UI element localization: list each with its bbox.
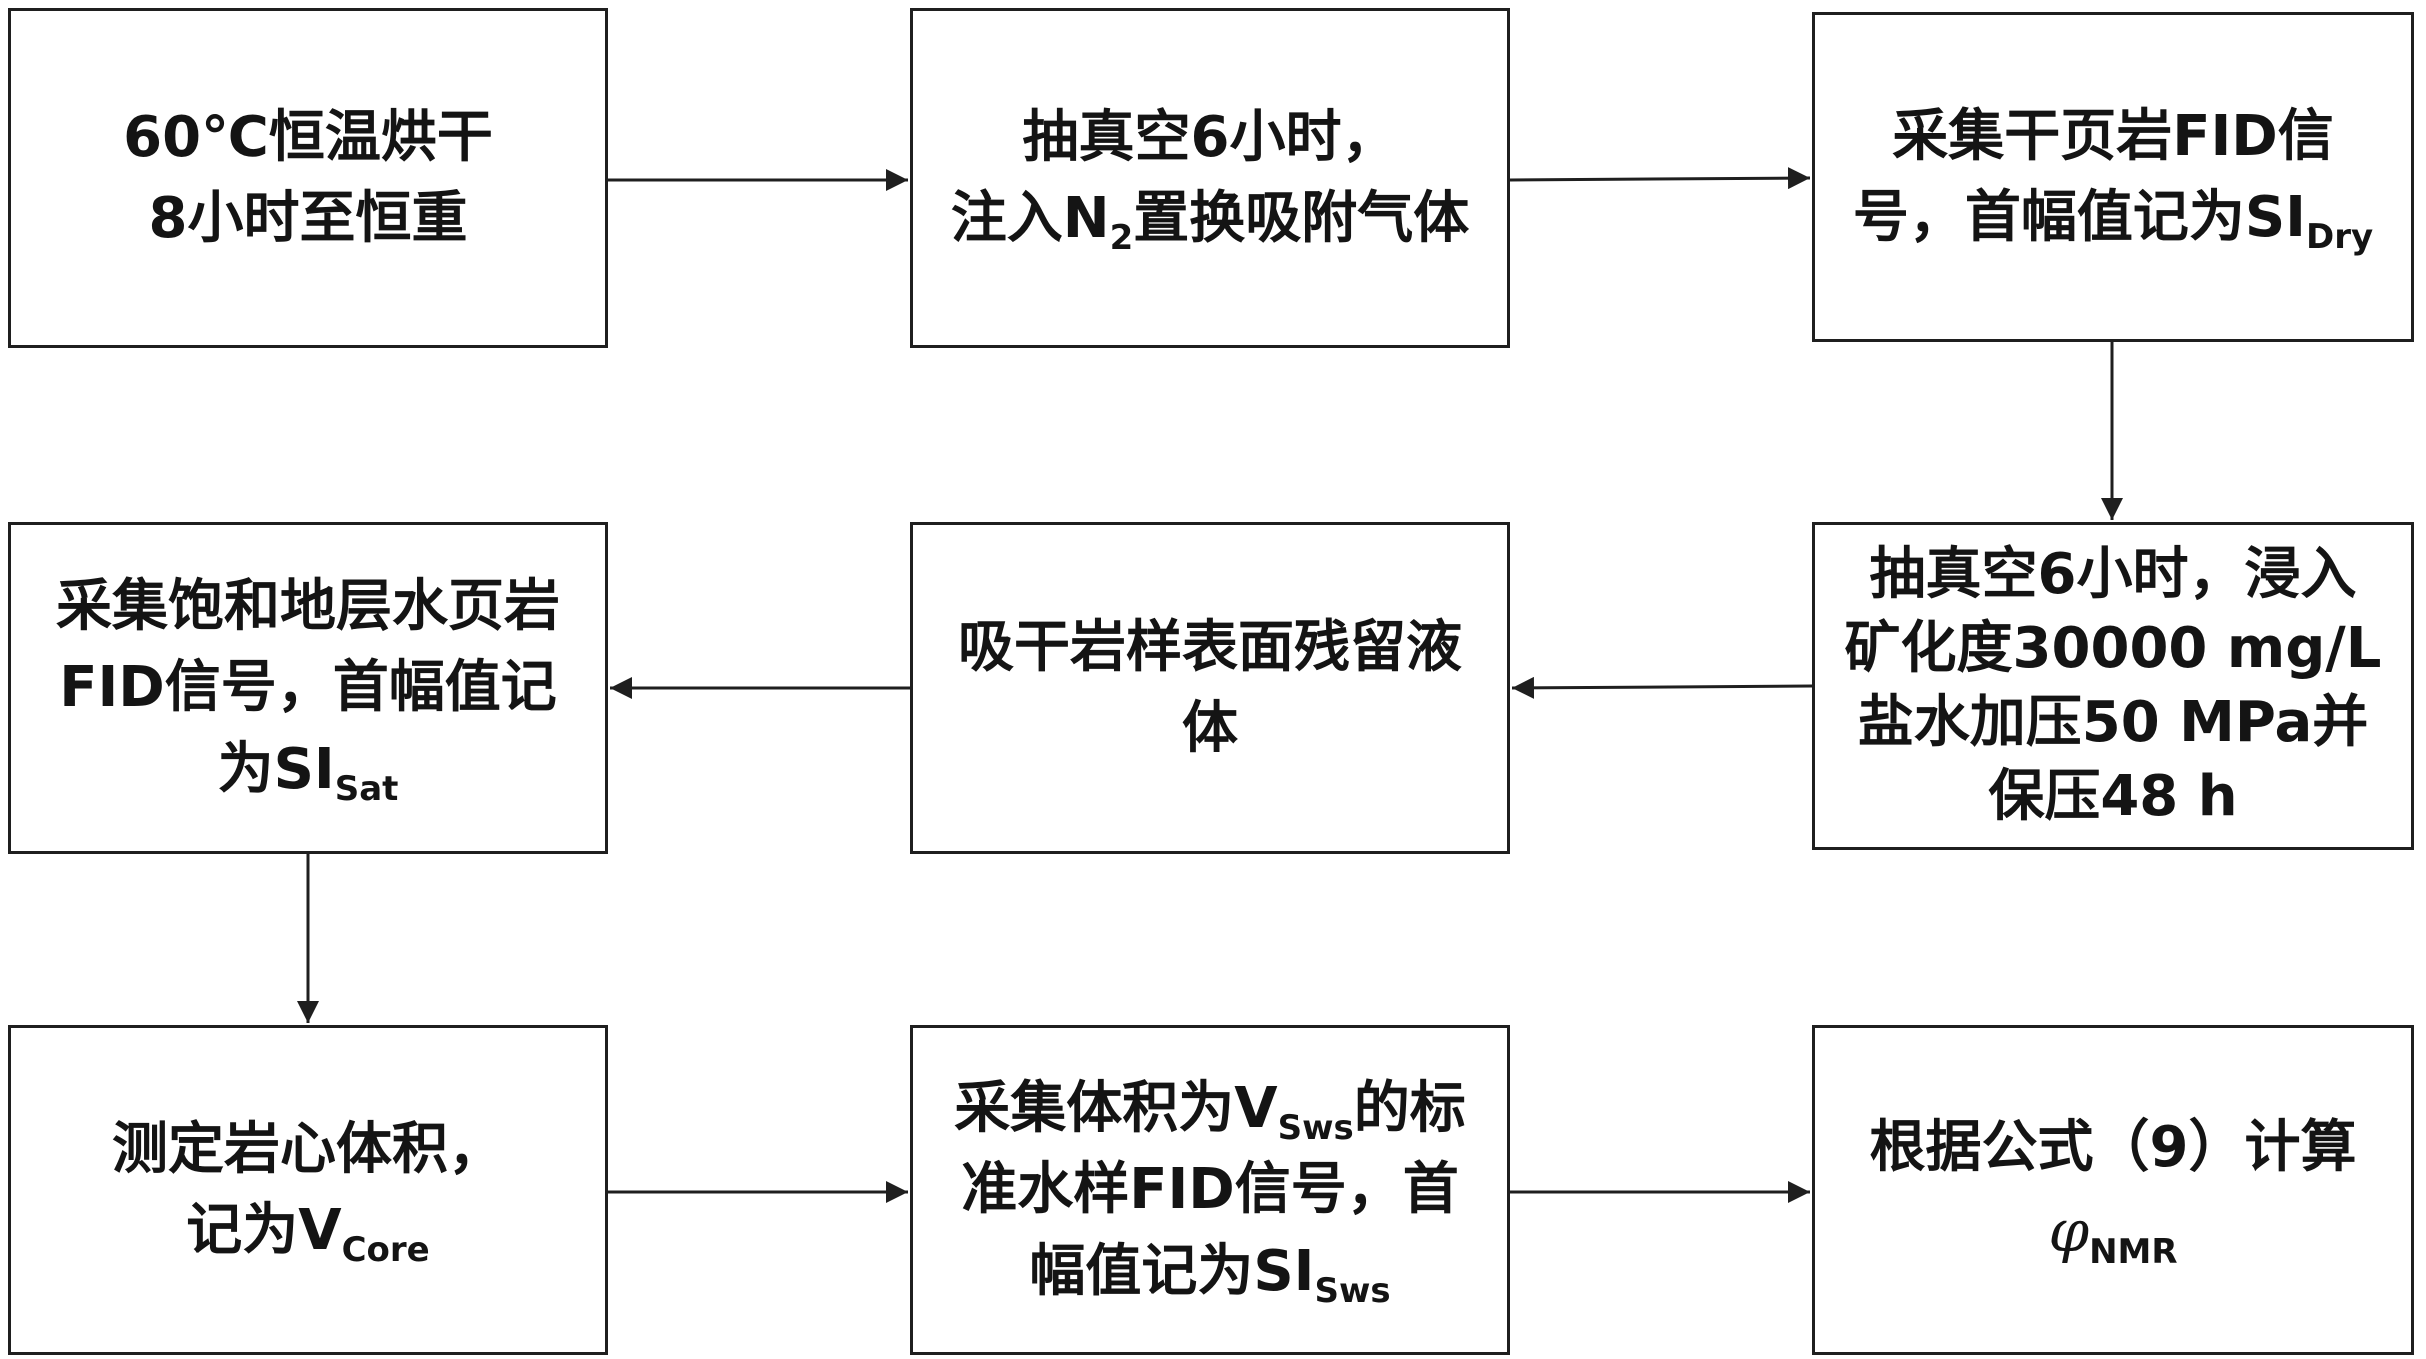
step-vacuum-n2-box: 抽真空6小时， 注入N2置换吸附气体 — [910, 8, 1510, 348]
step-standard-sample-line-3: 幅值记为SISws — [1029, 1238, 1391, 1311]
step-brine-saturation-line-4: 保压48 h — [1988, 763, 2238, 829]
step-dry-fid-text: 采集干页岩FID信 号，首幅值记为SIDry — [1853, 96, 2373, 258]
step-calculate-line-1: 根据公式（9）计算 — [1869, 1115, 2357, 1181]
step-brine-saturation-text: 抽真空6小时，浸入 矿化度30000 mg/L 盐水加压50 MPa并 保压48… — [1845, 538, 2382, 834]
step-standard-sample-box: 采集体积为VSws的标 准水样FID信号，首 幅值记为SISws — [910, 1025, 1510, 1355]
step-saturated-fid-line-2: FID信号，首幅值记 — [59, 655, 557, 721]
step-saturated-fid-box: 采集饱和地层水页岩 FID信号，首幅值记 为SISat — [8, 522, 608, 854]
step-dry-box: 60℃恒温烘干 8小时至恒重 — [8, 8, 608, 348]
step-calculate-box: 根据公式（9）计算 φNMR — [1812, 1025, 2414, 1355]
step-core-volume-line-2: 记为VCore — [186, 1198, 430, 1270]
step-dry-line-1: 60℃恒温烘干 — [123, 104, 493, 170]
step-vacuum-n2-line-2: 注入N2置换吸附气体 — [950, 186, 1470, 258]
step-dry-text: 60℃恒温烘干 8小时至恒重 — [123, 97, 493, 259]
step-brine-saturation-box: 抽真空6小时，浸入 矿化度30000 mg/L 盐水加压50 MPa并 保压48… — [1812, 522, 2414, 850]
step-dry-fid-line-1: 采集干页岩FID信 — [1892, 103, 2334, 169]
step-core-volume-box: 测定岩心体积， 记为VCore — [8, 1025, 608, 1355]
phi-symbol: φ — [2048, 1196, 2090, 1265]
arrow-vacuum-to-dry-fid — [1509, 167, 1811, 190]
step-blot-text: 吸干岩样表面残留液 体 — [958, 607, 1462, 769]
step-calculate-line-2: φNMR — [2048, 1196, 2178, 1272]
step-saturated-fid-text: 采集饱和地层水页岩 FID信号，首幅值记 为SISat — [56, 566, 560, 810]
step-saturated-fid-line-1: 采集饱和地层水页岩 — [56, 574, 560, 640]
arrow-brine-to-blot — [1511, 676, 1813, 699]
step-standard-sample-text: 采集体积为VSws的标 准水样FID信号，首 幅值记为SISws — [954, 1068, 1465, 1312]
step-core-volume-line-1: 测定岩心体积， — [112, 1116, 504, 1182]
step-blot-line-1: 吸干岩样表面残留液 — [958, 614, 1462, 680]
step-vacuum-n2-text: 抽真空6小时， 注入N2置换吸附气体 — [951, 97, 1470, 259]
step-core-volume-text: 测定岩心体积， 记为VCore — [112, 1109, 504, 1271]
step-standard-sample-line-1: 采集体积为VSws的标 — [954, 1076, 1466, 1149]
step-vacuum-n2-line-1: 抽真空6小时， — [1022, 104, 1398, 170]
step-dry-fid-line-2: 号，首幅值记为SIDry — [1852, 185, 2374, 257]
step-brine-saturation-line-1: 抽真空6小时，浸入 — [1869, 542, 2357, 608]
step-standard-sample-line-2: 准水样FID信号，首 — [961, 1157, 1459, 1223]
step-brine-saturation-line-3: 盐水加压50 MPa并 — [1857, 690, 2369, 755]
step-blot-box: 吸干岩样表面残留液 体 — [910, 522, 1510, 854]
step-blot-line-2: 体 — [1182, 696, 1238, 761]
step-dry-fid-box: 采集干页岩FID信 号，首幅值记为SIDry — [1812, 12, 2414, 342]
step-brine-saturation-line-2: 矿化度30000 mg/L — [1844, 616, 2382, 682]
step-saturated-fid-line-3: 为SISat — [217, 736, 399, 809]
step-dry-line-2: 8小时至恒重 — [148, 186, 468, 251]
step-calculate-text: 根据公式（9）计算 φNMR — [1870, 1107, 2357, 1272]
